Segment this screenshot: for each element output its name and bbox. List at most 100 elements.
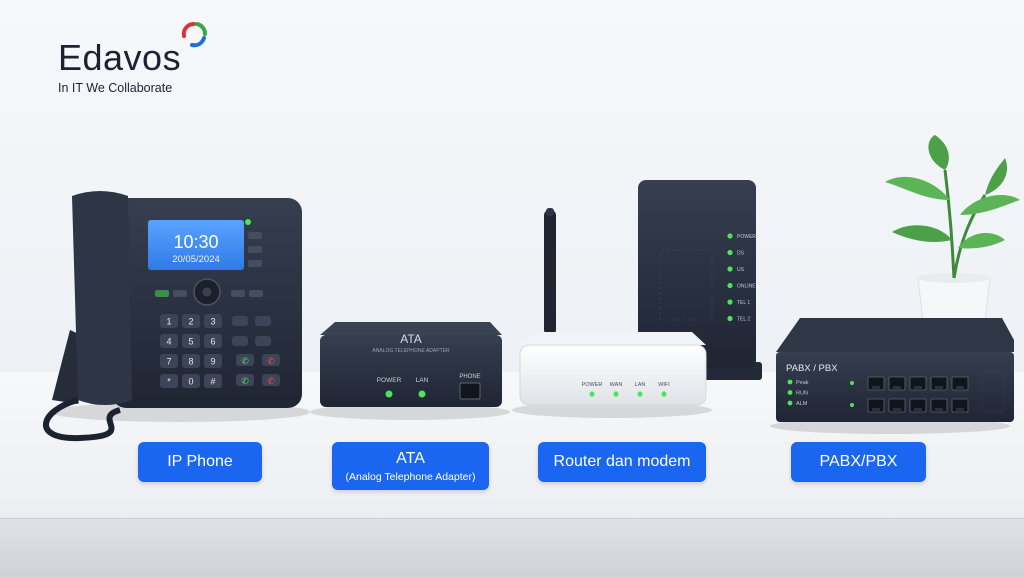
keypad-key: 6 [204, 334, 222, 348]
pabx-led: RUN [787, 390, 808, 397]
brand-name: Edavos [58, 37, 182, 78]
label-router-modem: Router dan modem [538, 442, 706, 482]
modem-led-label: ONLINE [737, 284, 756, 290]
end-icon: ✆ [267, 376, 275, 386]
phone-cord [43, 397, 121, 442]
label-router-modem-text: Router dan modem [553, 453, 691, 470]
pabx-led: Peak [787, 379, 809, 386]
speaker-icon: ✆ [241, 376, 249, 386]
keypad-key-label: # [210, 377, 215, 387]
router-led: WAN [610, 382, 623, 397]
modem-led: POWER [727, 233, 756, 240]
ata-title: ATA [400, 332, 422, 346]
label-ip-phone: IP Phone [138, 442, 262, 482]
modem-led-label: US [737, 267, 745, 273]
pabx-led-label: Peak [796, 380, 809, 386]
modem-led: ONLINE [727, 282, 756, 290]
pabx-port-led [850, 403, 854, 407]
router-led: LAN [635, 382, 646, 397]
pabx-ethernet-port [930, 376, 948, 391]
keypad-key: 1 [160, 314, 178, 328]
keypad-key-label: 6 [210, 337, 215, 347]
pabx-ethernet-port [888, 376, 906, 391]
ata-phone-port [459, 382, 481, 400]
pabx-ethernet-port [888, 398, 906, 413]
phone-handset [72, 191, 132, 405]
keypad-key: 4 [160, 334, 178, 348]
keypad-key: 0 [182, 374, 200, 388]
ata-led-power [385, 390, 393, 398]
keypad-key: 9 [204, 354, 222, 368]
keypad-key-label: 2 [188, 317, 193, 327]
modem-led-label: TEL 2 [737, 317, 750, 323]
ata-led-label-lan: LAN [416, 377, 429, 384]
router-antenna [544, 210, 556, 335]
router-led-label: WAN [610, 382, 623, 388]
modem-device: POWER DS US ONLINE TEL 1 TEL 2 [638, 180, 762, 380]
label-ata: ATA (Analog Telephone Adapter) [332, 442, 489, 490]
pabx-port-led [850, 381, 854, 385]
keypad-key: 5 [182, 334, 200, 348]
ata-led-label-power: POWER [377, 377, 402, 384]
phone-time: 10:30 [173, 232, 218, 252]
brand-tagline: In IT We Collaborate [58, 81, 173, 95]
hangup-icon: ✆ [267, 356, 275, 366]
keypad-key: # [204, 374, 222, 388]
label-ip-phone-text: IP Phone [167, 453, 233, 470]
keypad-key-label: 3 [210, 317, 215, 327]
pabx-port-grid [850, 376, 969, 413]
shelf-edge [0, 518, 1024, 577]
modem-led-label: POWER [737, 234, 756, 240]
label-pabx-text: PABX/PBX [819, 453, 898, 470]
label-ata-subtext: (Analog Telephone Adapter) [345, 470, 476, 483]
label-ata-text: ATA [396, 449, 425, 467]
modem-led-label: DS [737, 251, 745, 257]
pabx-led: ALM [787, 400, 808, 407]
keypad-key: 8 [182, 354, 200, 368]
keypad-key: 2 [182, 314, 200, 328]
keypad-key-label: 8 [188, 357, 193, 367]
ata-port-label: PHONE [459, 374, 480, 380]
keypad-key-label: 1 [166, 317, 171, 327]
keypad-key: 3 [204, 314, 222, 328]
modem-led-panel: POWER DS US ONLINE TEL 1 TEL 2 [727, 233, 756, 323]
pabx-led-label: RUN [796, 391, 808, 397]
pabx-ethernet-port [909, 398, 927, 413]
keypad-key-label: 9 [210, 357, 215, 367]
router-led: POWER [582, 382, 603, 397]
pabx-ethernet-port [867, 376, 885, 391]
keypad-key-label: 7 [166, 357, 171, 367]
keypad-key-label: 4 [166, 337, 171, 347]
keypad-key-label: 0 [188, 377, 193, 387]
modem-led: TEL 2 [727, 315, 750, 323]
ata-subtitle: ANALOG TELEPHONE ADAPTER [372, 348, 450, 354]
pabx-title: PABX / PBX [786, 363, 838, 374]
router-led-label: POWER [582, 382, 603, 388]
modem-led: US [727, 266, 745, 273]
router-led-label: LAN [635, 382, 646, 388]
pabx-ethernet-port [951, 376, 969, 391]
keypad-key-label: * [167, 377, 171, 387]
pabx-ethernet-port [930, 398, 948, 413]
phone-date: 20/05/2024 [172, 254, 220, 265]
modem-led-label: TEL 1 [737, 300, 750, 306]
pabx-ethernet-port [951, 398, 969, 413]
keypad-key: 7 [160, 354, 178, 368]
modem-led: TEL 1 [727, 299, 750, 306]
router-led: WIFI [658, 382, 670, 397]
phone-status-led [245, 219, 251, 225]
phone-screen [148, 220, 244, 270]
router-led-panel: POWER WAN LAN WIFI [582, 382, 670, 397]
label-pabx: PABX/PBX [791, 442, 926, 482]
pabx-ethernet-port [909, 376, 927, 391]
pabx-led-label: ALM [796, 401, 808, 407]
plant-decoration [885, 135, 1020, 331]
pabx-ethernet-port [867, 398, 885, 413]
modem-led: DS [727, 249, 745, 257]
router-device: POWER WAN LAN WIFI [512, 208, 712, 418]
